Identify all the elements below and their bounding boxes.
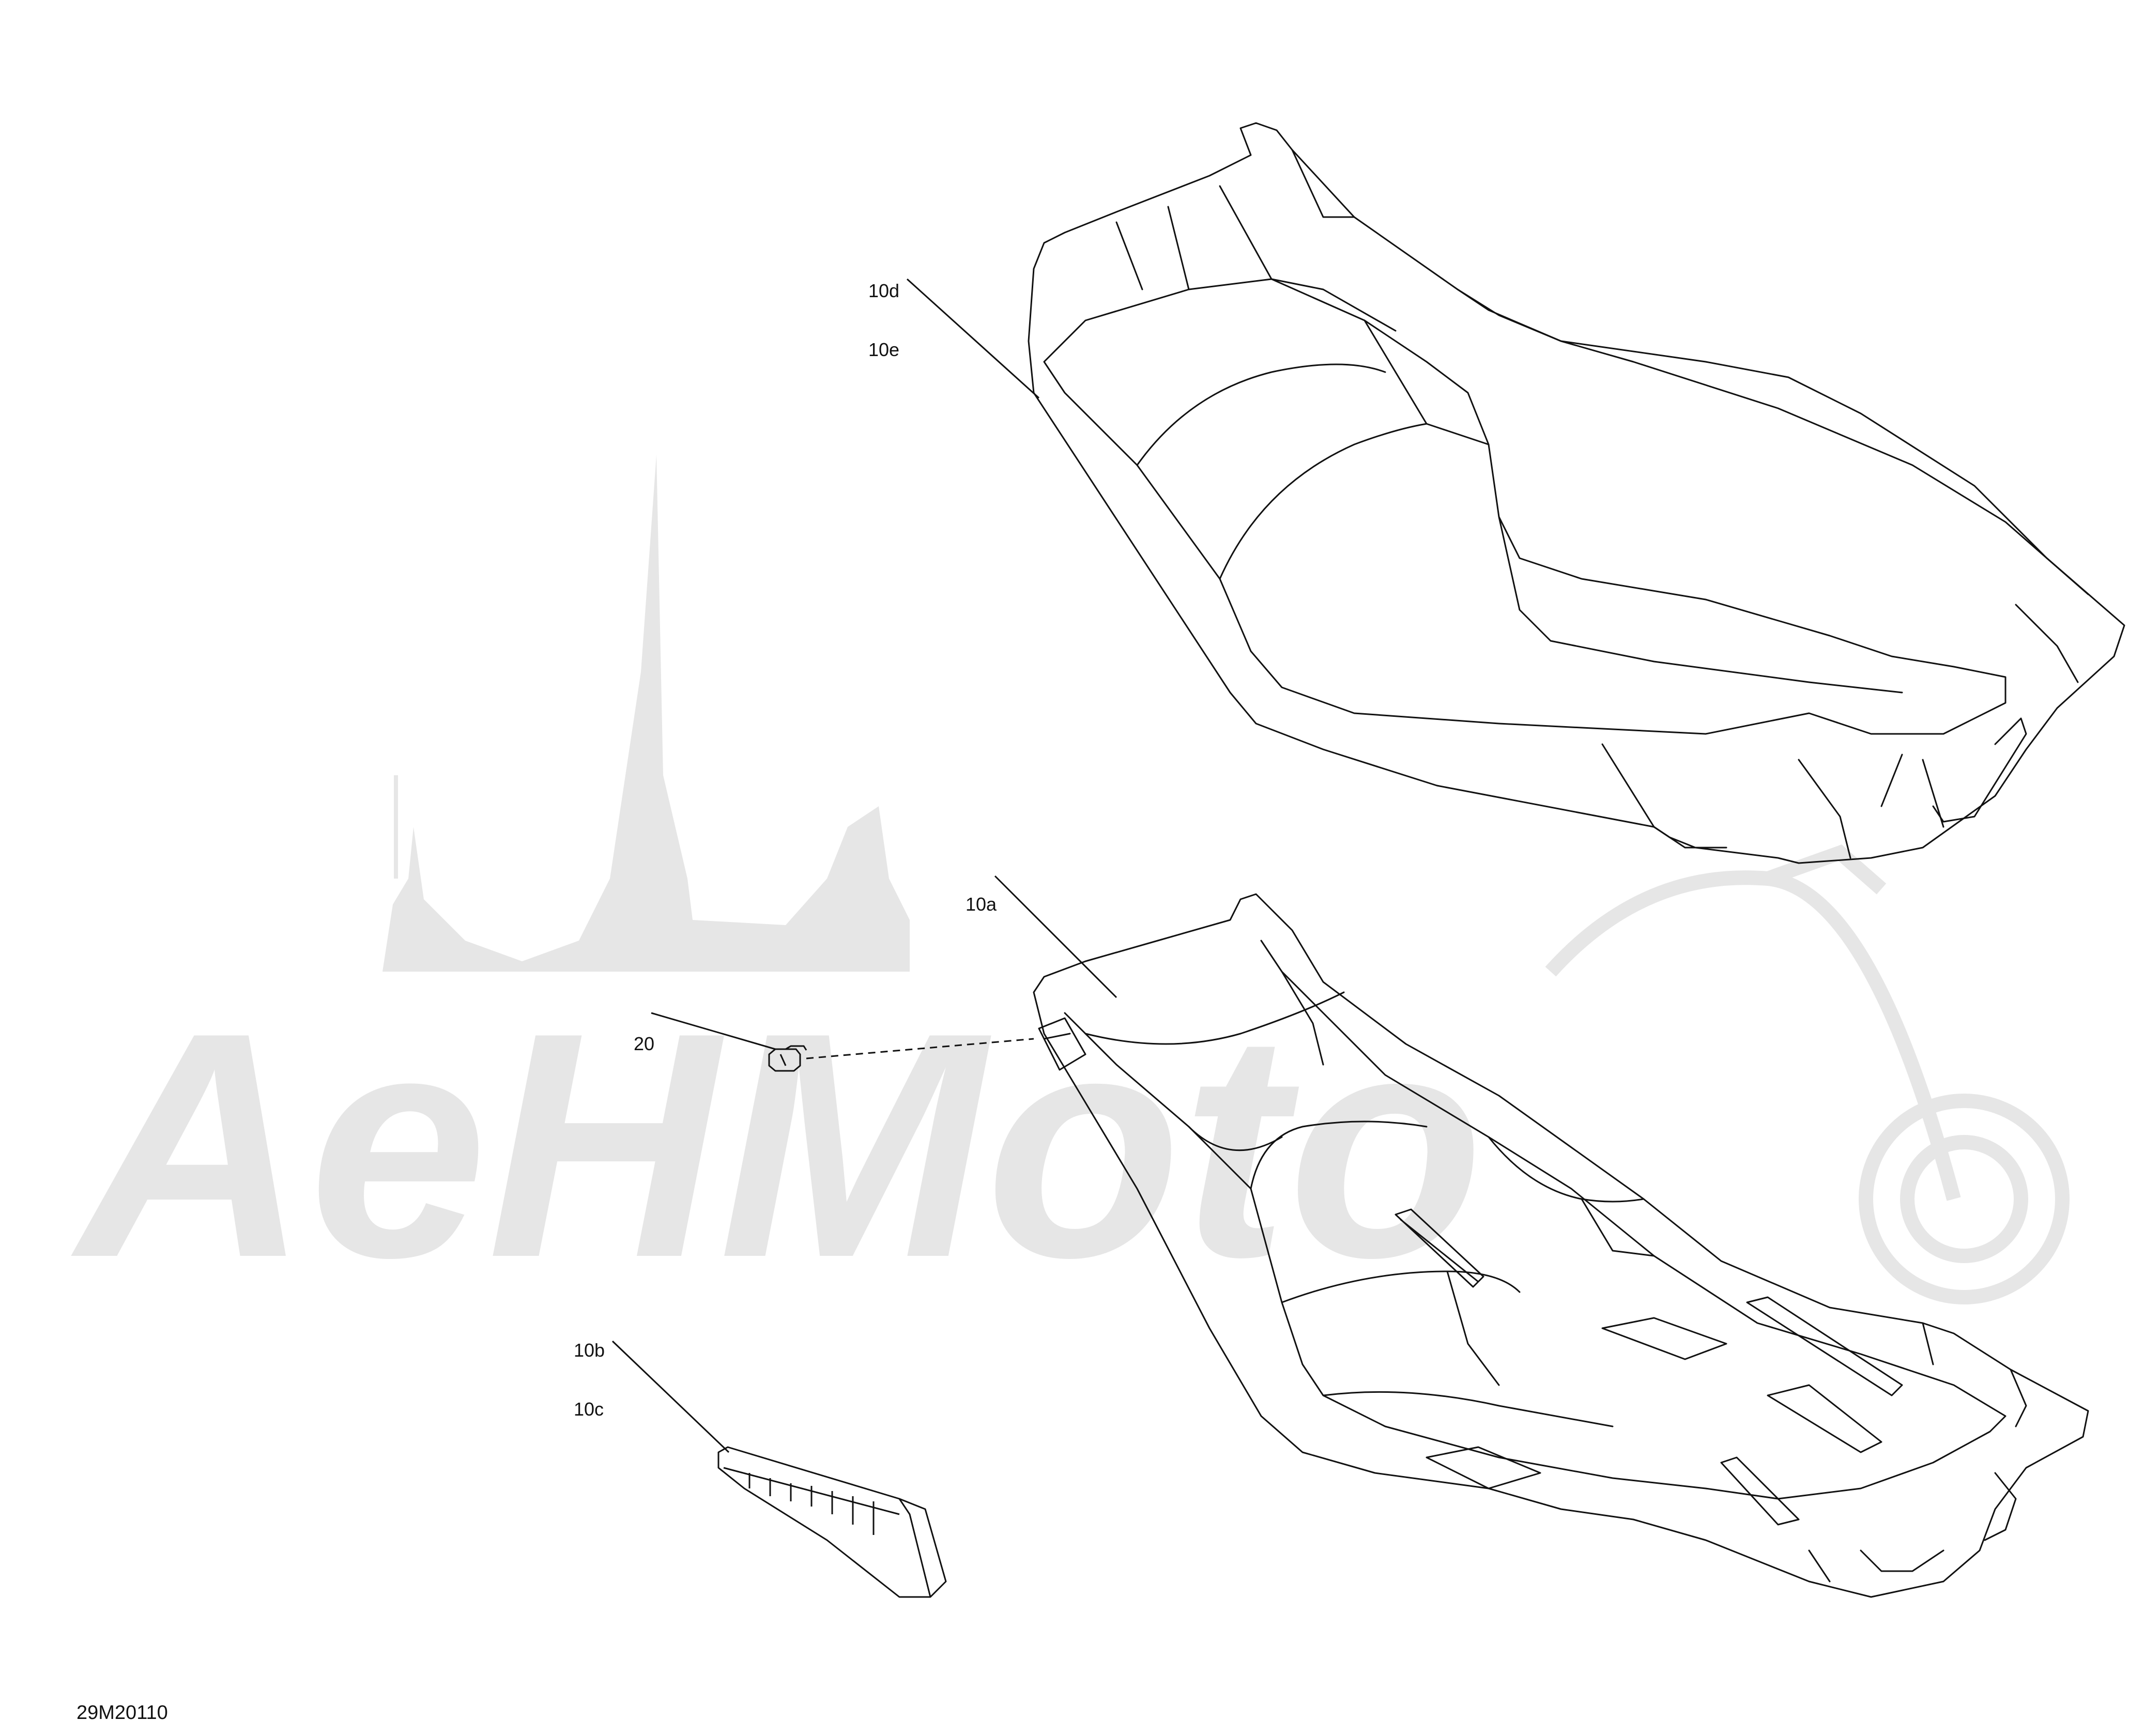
- seat-base-slot: [1767, 1384, 1882, 1453]
- callout-line: 10a: [966, 894, 997, 915]
- seat-base-crease: [1084, 991, 1345, 1045]
- callout-line: 20: [634, 1033, 655, 1054]
- seat-base-crease: [1446, 1270, 1500, 1386]
- seat-top-crease: [1498, 516, 1903, 694]
- side-trim: [717, 1446, 947, 1598]
- side-trim-face: [723, 1467, 931, 1597]
- seat-top-crease: [1115, 185, 1273, 290]
- callout-line: 10c: [574, 1399, 604, 1420]
- watermark-motorcycle: [1545, 844, 2070, 1304]
- callout-20: 20: [634, 995, 654, 1093]
- seat-top-crease: [1601, 743, 1851, 859]
- seat-top-crease: [1364, 319, 1490, 445]
- seat-base-slot: [1395, 1208, 1484, 1288]
- seat-base-crease: [1250, 1120, 1428, 1190]
- seat-base-crease: [1488, 1136, 1645, 1203]
- seat-base-slot: [1601, 1317, 1727, 1360]
- seat-base-crease: [1281, 1270, 1521, 1303]
- watermark-wordmark: AeHMoto: [68, 966, 1484, 1324]
- seat-top-crease: [1457, 288, 2089, 595]
- seat-base: [1033, 893, 2089, 1598]
- watermark-flagpole: [394, 775, 398, 879]
- seat-top-crease: [1291, 149, 1355, 218]
- callout-lines: [611, 278, 1117, 1453]
- seat-top-panel: [1043, 278, 2007, 735]
- seat-base-rear-lip: [1922, 1322, 2027, 1427]
- seat-base-crease: [1581, 1198, 1655, 1257]
- seat-base-slot: [1720, 1456, 1800, 1526]
- seat-base-rear-edge: [1984, 1472, 2017, 1541]
- seat-top-rear-tab: [1932, 717, 2027, 823]
- seat-base-crease: [1281, 971, 1324, 1066]
- seat-base-clip-pocket: [1038, 1017, 1086, 1071]
- seat-top-outline: [1028, 122, 2125, 864]
- callout-line: 10e: [868, 339, 900, 360]
- callout-10d-10e: 10d 10e: [868, 242, 899, 399]
- watermark-skyline: [382, 455, 910, 972]
- seat-base-crease: [1188, 1126, 1283, 1151]
- seat-base-crease: [1322, 1391, 1614, 1427]
- callout-line: 10b: [574, 1340, 605, 1361]
- clip-head: [779, 1045, 807, 1066]
- leader-10d-10e: [906, 278, 1040, 399]
- callout-10a: 10a: [966, 855, 997, 954]
- seat-base-slot: [1426, 1446, 1541, 1489]
- leader-20: [651, 1012, 776, 1050]
- seat-base-tub: [1064, 940, 2007, 1500]
- leader-10b-10c: [611, 1340, 730, 1453]
- leader-10a: [994, 875, 1117, 998]
- diagram-id: 29M20110: [76, 1702, 168, 1724]
- seat-base-slot: [1746, 1296, 1903, 1396]
- seat-top-crease: [1136, 363, 1386, 466]
- seat-base-outline: [1033, 893, 2089, 1598]
- seat-top-lower-tab: [1653, 826, 1727, 849]
- seat-top-crease: [1880, 754, 1944, 828]
- seat-cover-top: [1028, 122, 2125, 864]
- clip-assembly-line: [806, 1038, 1034, 1059]
- callout-10b-10c: 10b 10c: [574, 1301, 605, 1458]
- seat-top-crease: [1270, 278, 1397, 332]
- seat-base-rear-teeth: [1808, 1549, 1944, 1583]
- seat-top-crease: [1219, 423, 1428, 580]
- callout-line: 10d: [868, 280, 900, 301]
- watermark: AeHMoto: [68, 455, 2070, 1324]
- clip-body: [768, 1048, 801, 1072]
- clip-fastener: [768, 1038, 1034, 1072]
- side-trim-teeth: [748, 1473, 875, 1535]
- seat-top-crease: [2015, 604, 2079, 683]
